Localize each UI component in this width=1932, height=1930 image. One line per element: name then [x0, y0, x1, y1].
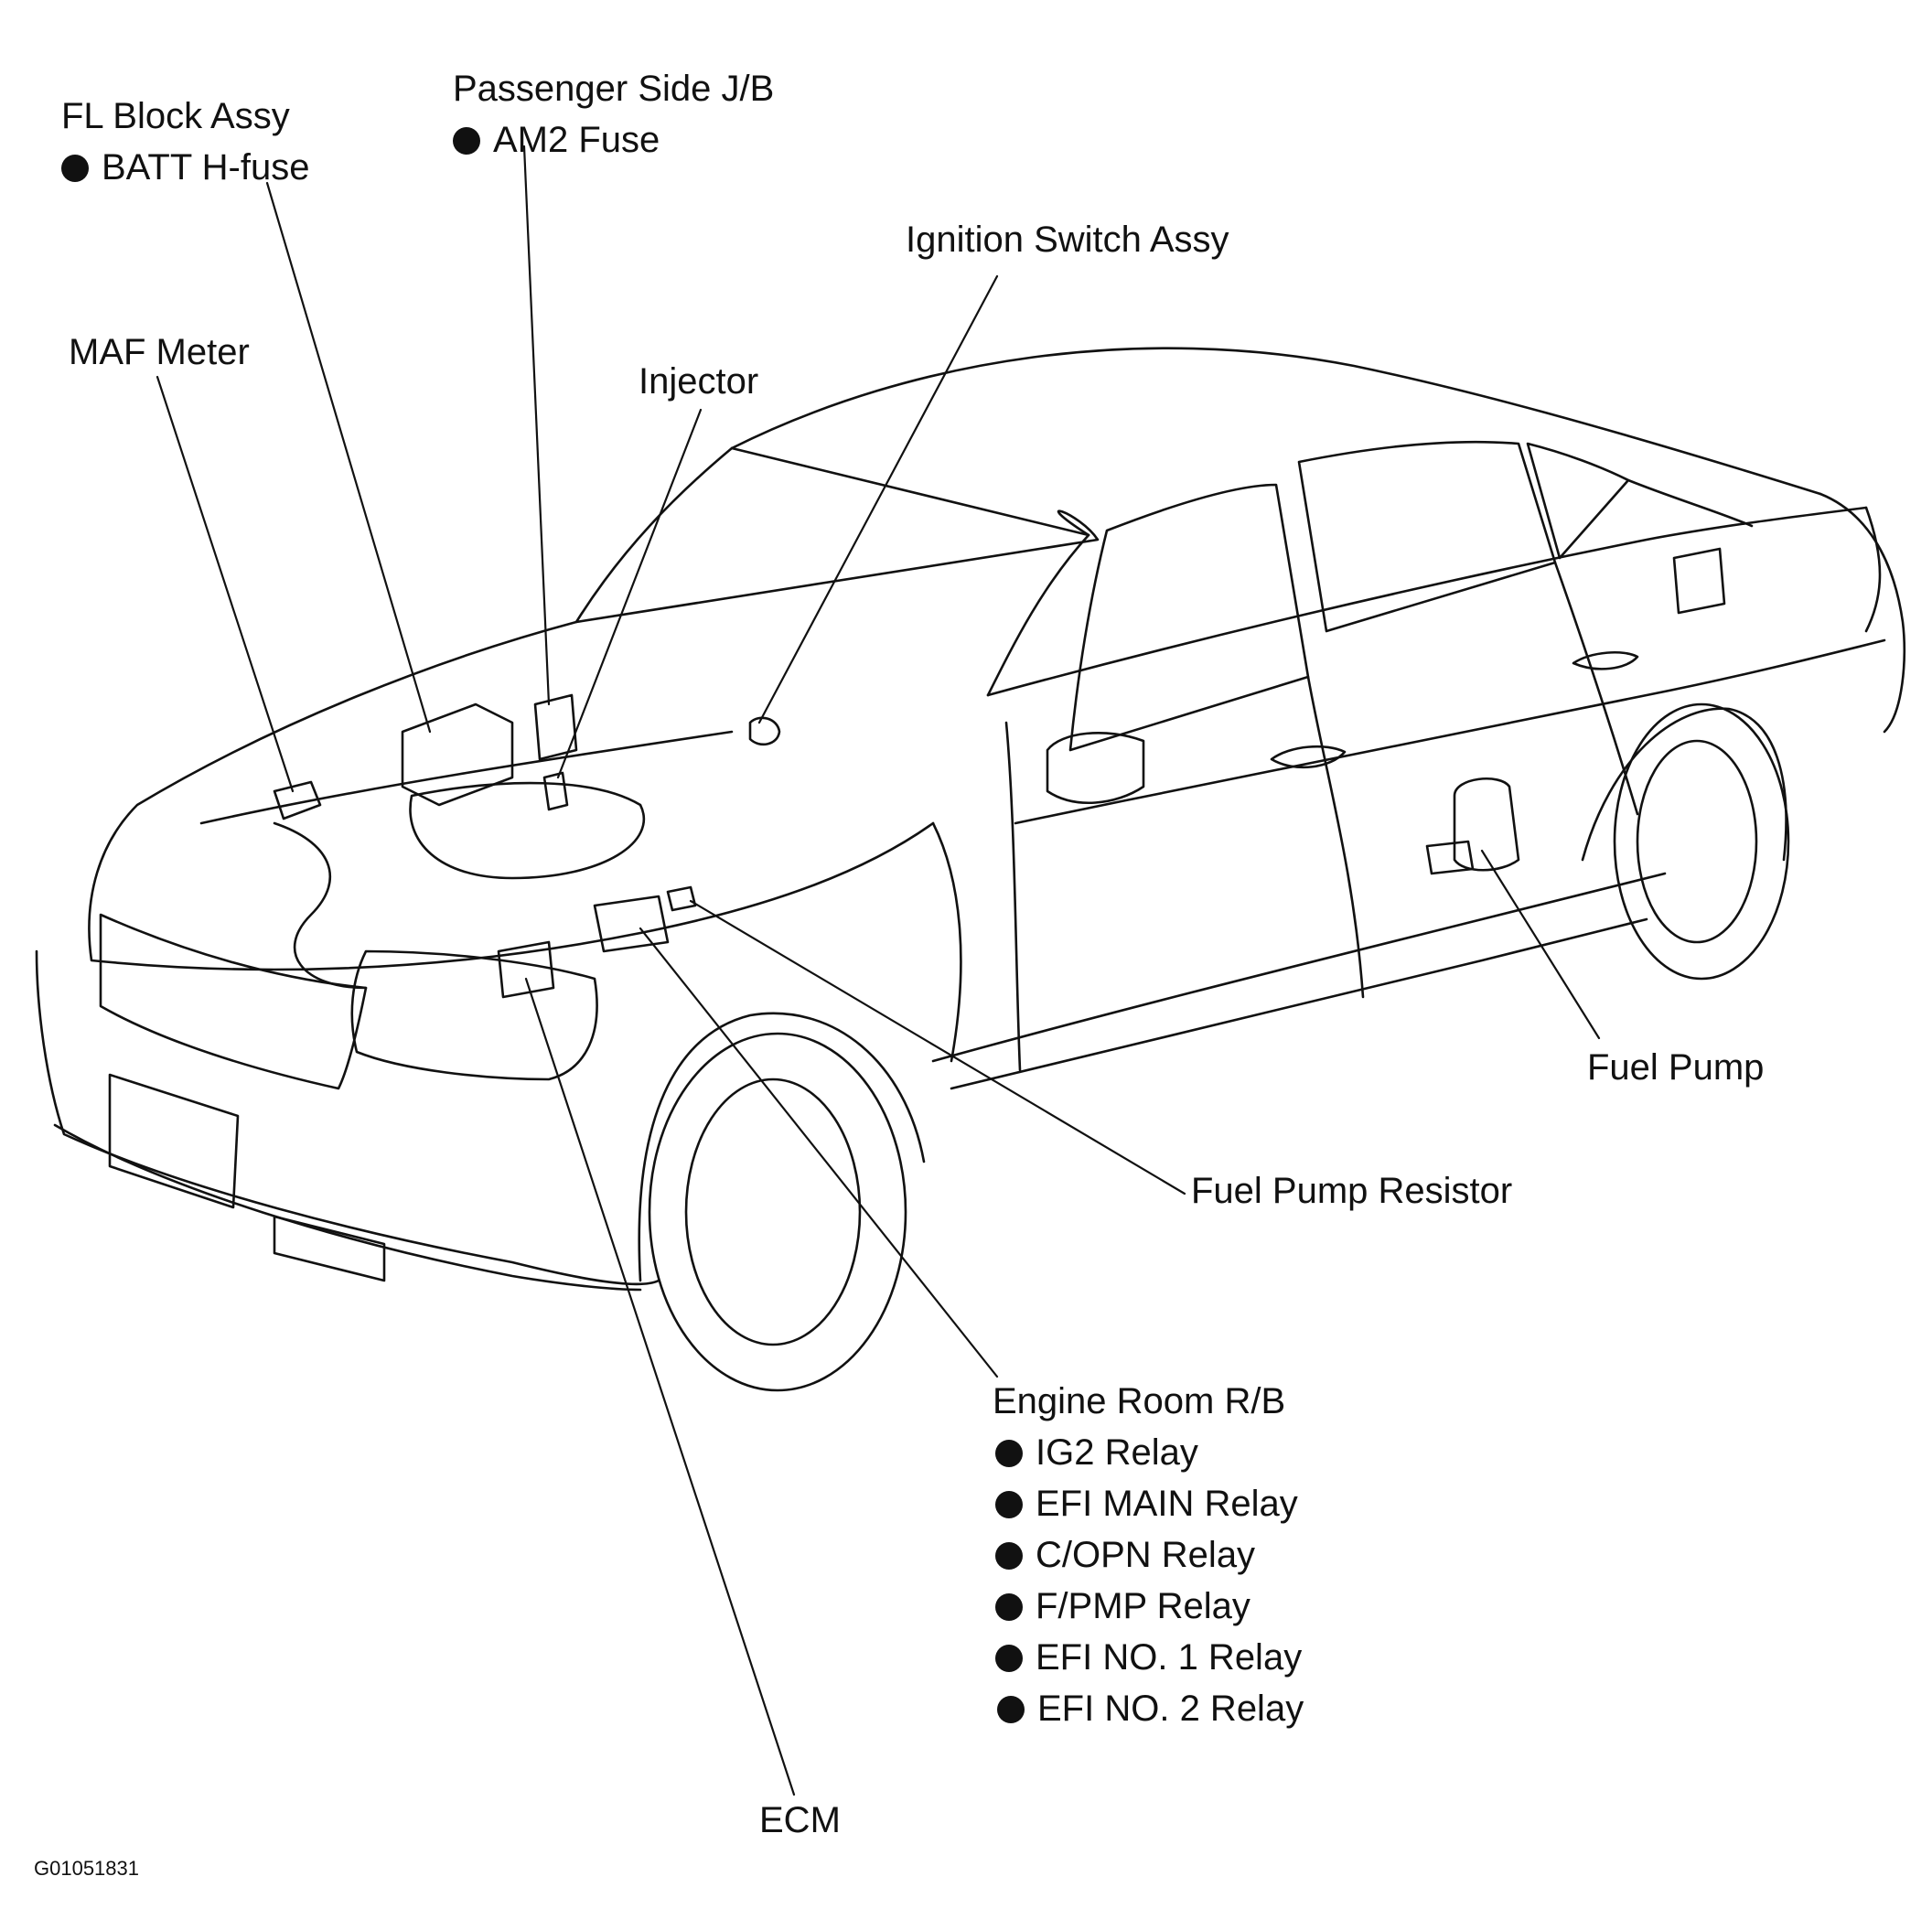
front-door-window: [1068, 483, 1310, 752]
hood-crease: [199, 730, 734, 825]
grille: [99, 913, 368, 1090]
relay-label: C/OPN Relay: [1036, 1535, 1256, 1575]
relay-label: EFI NO. 2 Relay: [1037, 1689, 1304, 1729]
bullet-icon: [997, 1696, 1025, 1723]
passenger-jb-am2-fuse: AM2 Fuse: [453, 122, 660, 158]
bumper-lower: [53, 1123, 642, 1292]
engine-room-rb-item: F/PMP Relay: [995, 1588, 1250, 1624]
rear-deck: [1819, 492, 1906, 734]
fl-block-batt-h-fuse: BATT H-fuse: [61, 149, 309, 186]
engine-cover: [409, 781, 646, 880]
bodyside-crease: [1014, 638, 1886, 825]
leader-fl-block: [265, 181, 432, 734]
fl-block-assy-title: FL Block Assy: [61, 96, 290, 136]
bullet-icon: [995, 1593, 1023, 1621]
front-wheel-tire: [648, 1032, 907, 1392]
passenger-jb-title: Passenger Side J/B: [453, 69, 775, 109]
fuel-pump-unit: [1453, 777, 1520, 872]
rear-wheel-tire: [1613, 702, 1790, 981]
ecm-box: [497, 940, 555, 999]
hood-outline: [88, 620, 935, 971]
bullet-icon: [995, 1542, 1023, 1570]
ecm-label: ECM: [759, 1800, 841, 1840]
trunk-edge: [1864, 506, 1882, 633]
engine-bay-hose: [273, 821, 368, 990]
leader-ignition-switch: [757, 274, 999, 724]
leader-maf-meter: [156, 375, 295, 793]
headlight-left: [350, 949, 598, 1081]
fog-lamp: [273, 1215, 386, 1282]
relay-label: IG2 Relay: [1036, 1432, 1198, 1473]
fl-block-item-label: BATT H-fuse: [102, 147, 310, 188]
bullet-icon: [995, 1440, 1023, 1467]
rear-door-edge: [1553, 561, 1639, 816]
front-wheel-arch: [638, 1012, 926, 1282]
front-bumper: [35, 949, 660, 1286]
leader-ecm: [524, 977, 796, 1796]
front-door-handle: [1270, 745, 1347, 769]
maf-meter: [273, 780, 322, 820]
fuel-pump-bracket: [1425, 840, 1475, 875]
rear-door-handle: [1572, 651, 1639, 670]
leader-lines: [156, 145, 1601, 1796]
maf-meter-label: MAF Meter: [69, 332, 250, 372]
front-wheel-rim: [684, 1078, 862, 1346]
rear-wheel-arch: [1581, 707, 1787, 862]
license-plate: [108, 1073, 240, 1209]
leader-injector: [556, 408, 703, 779]
fuel-door: [1672, 547, 1726, 615]
ignition-switch: [748, 716, 781, 746]
rear-door-window: [1297, 440, 1557, 633]
passenger-jb-item-label: AM2 Fuse: [493, 120, 660, 160]
windshield-top: [730, 446, 1090, 537]
front-door-edge: [1004, 721, 1022, 1072]
fender-front: [931, 821, 962, 1063]
bullet-icon: [995, 1645, 1023, 1672]
leader-passenger-jb: [522, 145, 551, 706]
quarter-window: [1526, 442, 1630, 560]
relay-label: EFI MAIN Relay: [1036, 1484, 1298, 1524]
relay-label: EFI NO. 1 Relay: [1036, 1637, 1303, 1678]
rear-wheel-rim: [1636, 739, 1758, 944]
engine-room-rb-item: EFI MAIN Relay: [995, 1485, 1298, 1522]
engine-room-rb: [593, 895, 670, 953]
figure-id: G01051831: [34, 1857, 139, 1880]
engine-room-rb-item: C/OPN Relay: [995, 1537, 1255, 1573]
engine-room-rb-item: EFI NO. 2 Relay: [997, 1690, 1304, 1727]
rocker-line: [931, 872, 1667, 1063]
passenger-jb-box: [533, 693, 578, 761]
roof-line: [730, 347, 1822, 496]
engine-room-rb-item: EFI NO. 1 Relay: [995, 1639, 1302, 1676]
fuel-pump-resistor-label: Fuel Pump Resistor: [1191, 1171, 1513, 1211]
injector-label: Injector: [639, 361, 759, 402]
beltline: [986, 506, 1868, 697]
bullet-icon: [453, 127, 480, 155]
fl-block-assy: [401, 702, 514, 807]
engine-room-rb-title: Engine Room R/B: [993, 1381, 1286, 1421]
bullet-icon: [995, 1491, 1023, 1518]
leader-fuel-pump: [1480, 849, 1601, 1040]
fuel-pump-label: Fuel Pump: [1587, 1047, 1765, 1088]
leader-fuel-pump-resistor: [689, 899, 1186, 1196]
relay-label: F/PMP Relay: [1036, 1586, 1250, 1626]
fuel-pump-resistor: [666, 885, 697, 912]
side-mirror: [1046, 732, 1145, 805]
a-pillar: [986, 533, 1090, 697]
leader-engine-room-rb: [639, 927, 999, 1378]
ignition-switch-label: Ignition Switch Assy: [906, 220, 1229, 260]
bullet-icon: [61, 155, 89, 182]
rocker-lower: [950, 917, 1648, 1090]
b-pillar-line: [1306, 675, 1365, 999]
engine-room-rb-item: IG2 Relay: [995, 1434, 1198, 1471]
injector: [542, 771, 569, 811]
c-pillar: [1626, 478, 1754, 528]
